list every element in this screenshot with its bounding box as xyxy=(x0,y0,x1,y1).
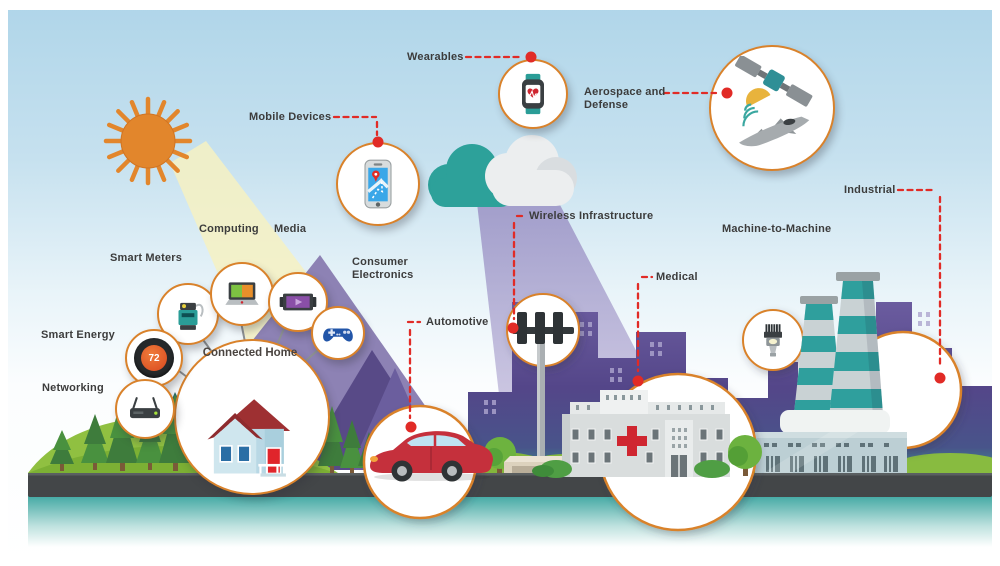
water xyxy=(28,495,992,547)
cloud-icon xyxy=(428,135,577,207)
road xyxy=(28,473,992,497)
car-icon xyxy=(370,431,493,482)
sun-icon xyxy=(103,96,193,186)
label-connected-home: Connected Home xyxy=(202,347,298,359)
machine-to-machine-spot-circle xyxy=(742,309,804,371)
factory-icon xyxy=(755,272,907,478)
hospital-icon xyxy=(532,390,762,478)
